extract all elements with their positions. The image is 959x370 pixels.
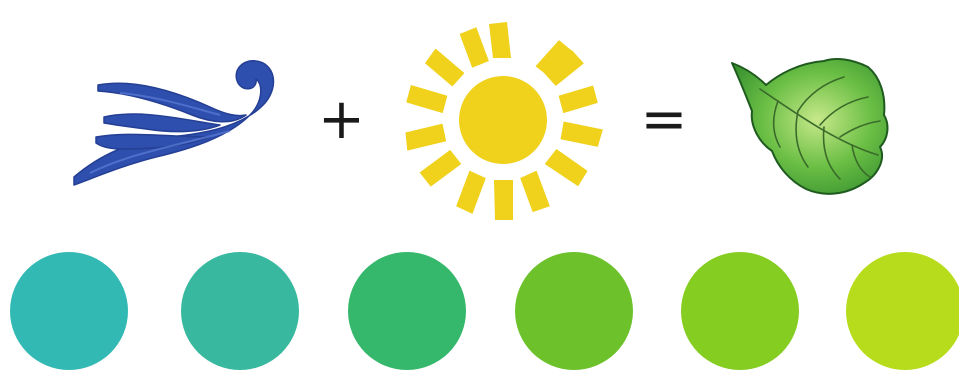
color-swatch-2 bbox=[181, 252, 299, 370]
color-swatch-6 bbox=[846, 252, 959, 370]
leaf-icon bbox=[728, 55, 893, 200]
wind-icon bbox=[60, 45, 285, 195]
color-swatch-4 bbox=[515, 252, 633, 370]
illustration-stage: + = bbox=[0, 0, 959, 360]
plus-sign: + bbox=[318, 92, 362, 148]
color-swatch-3 bbox=[348, 252, 466, 370]
color-swatch-5 bbox=[681, 252, 799, 370]
sun-icon bbox=[392, 10, 614, 225]
equals-sign: = bbox=[640, 92, 688, 148]
color-swatch-1 bbox=[10, 252, 128, 370]
